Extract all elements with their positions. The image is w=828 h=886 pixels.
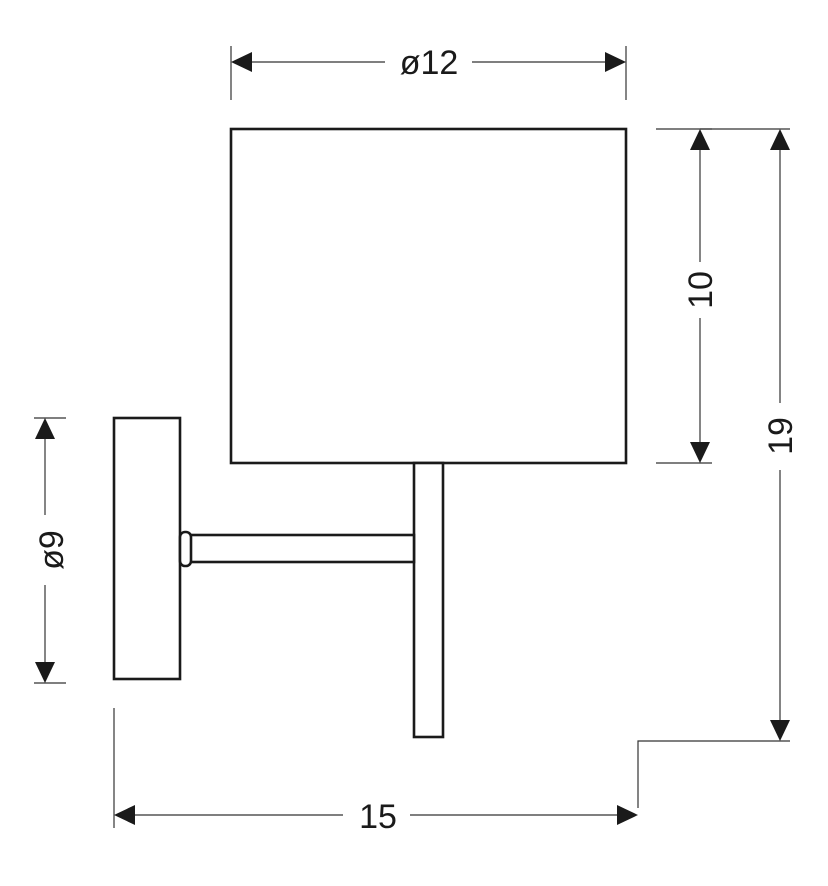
total-height-dimension: 19 [637, 128, 800, 808]
base-diameter-label: ø9 [33, 530, 71, 570]
wall-base-plate [112, 416, 182, 681]
shade-height-dimension: 10 [656, 128, 720, 464]
arrowhead [770, 720, 790, 741]
total-depth-label: 15 [359, 798, 397, 836]
arrowhead [35, 662, 55, 683]
arrowhead [770, 129, 790, 150]
lamp-shade [229, 127, 628, 465]
arrowhead [617, 805, 638, 825]
vertical-stem [412, 461, 445, 739]
shade-diameter-label: ø12 [400, 44, 459, 82]
base-diameter-dimension: ø9 [33, 417, 71, 684]
shade-diameter-dimension: ø12 [230, 44, 627, 100]
arrowhead [35, 418, 55, 439]
arm-joint [178, 530, 193, 568]
arrowhead [114, 805, 135, 825]
arrowhead [231, 52, 252, 72]
arrowhead [690, 129, 710, 150]
total-height-label: 19 [762, 417, 800, 455]
total-depth-dimension: 15 [113, 708, 638, 836]
horizontal-arm [188, 533, 416, 564]
arrowhead [605, 52, 626, 72]
shade-height-label: 10 [682, 271, 720, 309]
arrowhead [690, 442, 710, 463]
extension-line [637, 740, 790, 808]
